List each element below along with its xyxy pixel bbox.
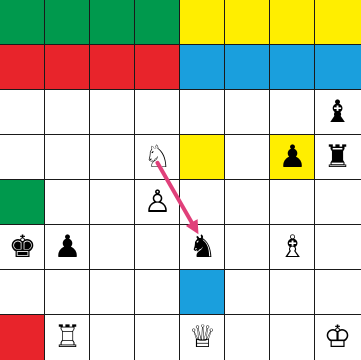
white-pawn-piece[interactable]: ♙ <box>135 180 180 225</box>
board-square-r2-c3[interactable] <box>135 90 180 135</box>
white-rook-piece[interactable]: ♖ <box>45 315 90 360</box>
board-square-r6-c5[interactable] <box>225 270 270 315</box>
board-square-r5-c7[interactable] <box>315 225 361 270</box>
board-square-r3-c2[interactable] <box>90 135 135 180</box>
board-square-r0-c4[interactable] <box>180 0 225 45</box>
board-square-r5-c2[interactable] <box>90 225 135 270</box>
board-square-r1-c5[interactable] <box>225 45 270 90</box>
board-square-r6-c1[interactable] <box>45 270 90 315</box>
board-square-r7-c6[interactable] <box>270 315 315 360</box>
board-square-r1-c7[interactable] <box>315 45 361 90</box>
board-square-r6-c6[interactable] <box>270 270 315 315</box>
board-square-r3-c5[interactable] <box>225 135 270 180</box>
board-square-r0-c1[interactable] <box>45 0 90 45</box>
board-square-r7-c3[interactable] <box>135 315 180 360</box>
board-square-r4-c1[interactable] <box>45 180 90 225</box>
board-square-r1-c6[interactable] <box>270 45 315 90</box>
board-square-r5-c3[interactable] <box>135 225 180 270</box>
board-square-r7-c5[interactable] <box>225 315 270 360</box>
board-square-r0-c5[interactable] <box>225 0 270 45</box>
black-pawn-piece[interactable]: ♟ <box>45 225 90 270</box>
white-queen-piece[interactable]: ♕ <box>180 315 225 360</box>
board-square-r0-c2[interactable] <box>90 0 135 45</box>
board-square-r0-c3[interactable] <box>135 0 180 45</box>
black-pawn-piece[interactable]: ♟ <box>270 135 315 180</box>
board-square-r2-c1[interactable] <box>45 90 90 135</box>
board-square-r2-c4[interactable] <box>180 90 225 135</box>
board-square-r0-c6[interactable] <box>270 0 315 45</box>
black-king-piece[interactable]: ♚ <box>0 225 45 270</box>
board-square-r1-c0[interactable] <box>0 45 45 90</box>
board-square-r1-c3[interactable] <box>135 45 180 90</box>
board-square-r4-c5[interactable] <box>225 180 270 225</box>
black-rook-piece[interactable]: ♜ <box>315 135 360 180</box>
black-knight-piece[interactable]: ♞ <box>180 225 225 270</box>
board-square-r6-c7[interactable] <box>315 270 361 315</box>
board-square-r6-c3[interactable] <box>135 270 180 315</box>
board-square-r1-c4[interactable] <box>180 45 225 90</box>
board-square-r4-c6[interactable] <box>270 180 315 225</box>
black-bishop-piece[interactable]: ♝ <box>315 90 360 135</box>
board-square-r3-c0[interactable] <box>0 135 45 180</box>
board-square-r1-c2[interactable] <box>90 45 135 90</box>
board-square-r3-c1[interactable] <box>45 135 90 180</box>
board-square-r6-c2[interactable] <box>90 270 135 315</box>
board-square-r1-c1[interactable] <box>45 45 90 90</box>
board-square-r0-c0[interactable] <box>0 0 45 45</box>
board-square-r2-c6[interactable] <box>270 90 315 135</box>
board-square-r7-c2[interactable] <box>90 315 135 360</box>
board-square-r6-c0[interactable] <box>0 270 45 315</box>
board-square-r6-c4[interactable] <box>180 270 225 315</box>
board-square-r5-c5[interactable] <box>225 225 270 270</box>
board-square-r2-c5[interactable] <box>225 90 270 135</box>
board-square-r4-c4[interactable] <box>180 180 225 225</box>
board-square-r2-c2[interactable] <box>90 90 135 135</box>
board-square-r4-c2[interactable] <box>90 180 135 225</box>
white-king-piece[interactable]: ♔ <box>315 315 360 360</box>
board-square-r7-c0[interactable] <box>0 315 45 360</box>
board-square-r4-c0[interactable] <box>0 180 45 225</box>
board-square-r0-c7[interactable] <box>315 0 361 45</box>
white-bishop-piece[interactable]: ♗ <box>270 225 315 270</box>
board-square-r3-c4[interactable] <box>180 135 225 180</box>
board-square-r4-c7[interactable] <box>315 180 361 225</box>
white-knight-piece[interactable]: ♘ <box>135 135 180 180</box>
board-square-r2-c0[interactable] <box>0 90 45 135</box>
